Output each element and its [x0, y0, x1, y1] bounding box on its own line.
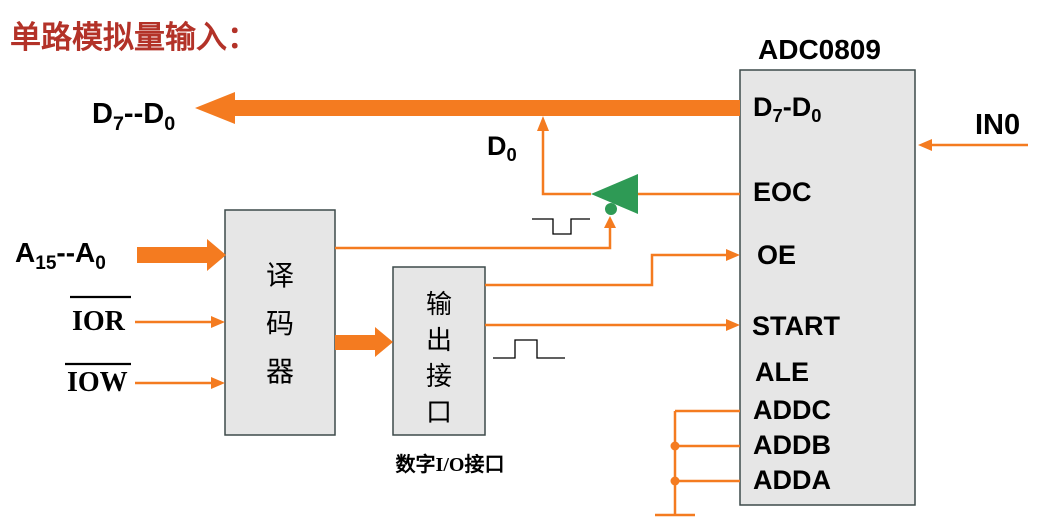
adc-chip-box [739, 69, 916, 506]
pin-data-lsb: 0 [811, 105, 822, 127]
output-port-caption: 数字I/O接口 [395, 454, 505, 476]
buffer-enable-bubble [605, 203, 617, 215]
pin-data-sep: -D [782, 92, 812, 122]
high-pulse-waveform [493, 339, 565, 359]
pin-start-label: START [752, 311, 840, 341]
address-bus-arrow [137, 239, 226, 271]
buffer-to-d0-line [541, 130, 591, 196]
output-port-box [392, 266, 486, 436]
decoder-enable-line [335, 227, 612, 250]
oe-line [485, 253, 726, 287]
pin-adda-label: ADDA [753, 465, 831, 495]
iow-arrowhead [211, 377, 225, 389]
data-bus-lsb: 0 [164, 112, 176, 135]
data-bus-arrow [195, 92, 740, 124]
decoder-box [224, 209, 336, 436]
data-bus-msb: 7 [112, 112, 124, 135]
pin-oe-label: OE [757, 240, 797, 270]
oe-arrowhead [726, 249, 740, 261]
tristate-buffer-icon [591, 174, 638, 214]
pin-addc-label: ADDC [753, 395, 831, 425]
in0-arrowhead [918, 139, 932, 151]
d0-bit: 0 [506, 144, 517, 166]
analog-input-label: IN0 [975, 109, 1021, 141]
address-bus-base: A [15, 237, 36, 268]
pin-addb-label: ADDB [753, 430, 831, 460]
pin-eoc-label: EOC [753, 177, 812, 207]
addb-junction-dot [670, 441, 680, 451]
low-pulse-waveform [532, 218, 590, 235]
address-bus-msb: 15 [35, 252, 57, 274]
ior-arrowhead [211, 316, 225, 328]
pin-data-base: D [753, 92, 773, 122]
pin-ale-label: ALE [755, 357, 809, 387]
decoder-to-port-arrow [335, 327, 393, 357]
d0-arrowhead [537, 116, 549, 131]
adda-junction-dot [670, 476, 680, 486]
ior-label: IOR [72, 306, 125, 337]
address-bus-label: A15--A0 [15, 237, 106, 273]
pin-data-msb: 7 [772, 105, 783, 127]
page-title: 单路模拟量输入： [10, 20, 258, 55]
d0-label: D0 [487, 131, 517, 165]
d0-base: D [487, 131, 507, 161]
output-port-label: 输出接口 [425, 290, 452, 427]
enable-arrowhead [604, 216, 616, 228]
decoder-label: 译码器 [265, 261, 294, 388]
data-bus-label: D7--D0 [92, 98, 175, 134]
chip-name: ADC0809 [758, 34, 881, 65]
start-arrowhead [726, 319, 740, 331]
data-bus-base: D [92, 98, 113, 130]
pin-data-label: D7-D0 [753, 92, 821, 126]
address-bus-sep: --A [56, 237, 96, 268]
iow-label: IOW [67, 367, 128, 398]
address-bus-lsb: 0 [95, 252, 106, 274]
data-bus-sep: --D [123, 98, 165, 130]
